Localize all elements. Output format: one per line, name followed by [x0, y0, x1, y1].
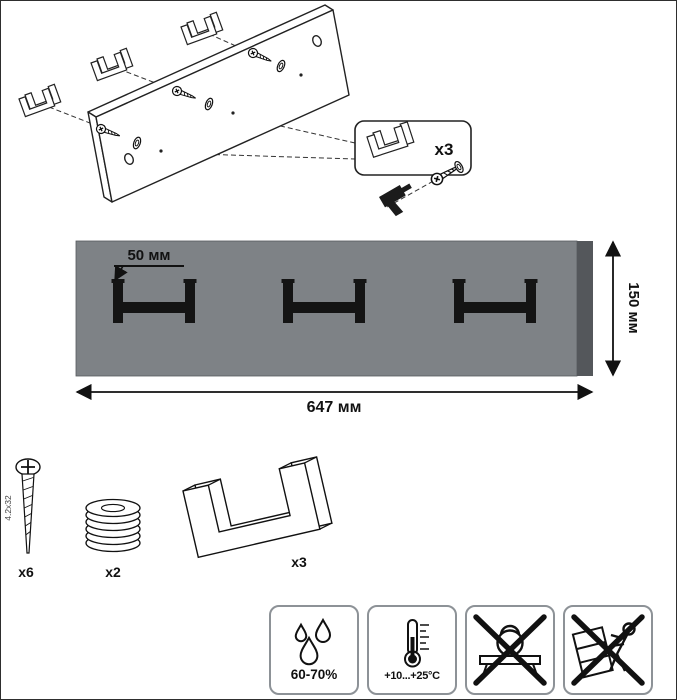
hook-3d-icon [183, 457, 332, 557]
hardware-list: 4.2x32 x6 x2 x3 [3, 453, 351, 580]
hook [281, 279, 367, 323]
washer-icon [85, 498, 141, 553]
humidity-icon [295, 619, 331, 666]
no-push-icon [571, 614, 645, 686]
hook-exploded-1 [18, 83, 62, 118]
hook-count-label: x3 [291, 554, 307, 570]
panel-dimension-view: 50 мм 150 мм 647 мм [75, 240, 642, 416]
hook [452, 279, 538, 323]
panel-edge [577, 241, 593, 376]
temperature-label: +10...+25°C [384, 670, 440, 682]
no-push-icon-box [563, 605, 653, 695]
panel-hole [124, 153, 134, 165]
screw-size-label: 4.2x32 [3, 495, 13, 521]
temperature-icon-box: +10...+25°C [367, 605, 457, 695]
screw-marks [159, 73, 303, 153]
no-heavy-load-icon-box [465, 605, 555, 695]
humidity-icon-box: 60-70% [269, 605, 359, 695]
screw-icon: 4.2x32 [3, 458, 41, 554]
assembly-callout: x3 [354, 120, 472, 217]
dimension-height-label: 150 мм [625, 282, 642, 333]
usage-condition-icons: 60-70% +10...+25°C [269, 605, 653, 695]
panel-board-exploded [87, 4, 350, 203]
dimension-height: 150 мм [604, 240, 642, 377]
drill-icon [379, 183, 412, 217]
panel-hole [312, 35, 322, 47]
humidity-label: 60-70% [290, 667, 338, 683]
washer-count-label: x2 [105, 564, 121, 580]
hook-exploded-2 [90, 47, 134, 82]
prohibited-cross-icon [473, 614, 547, 686]
prohibited-cross-icon [571, 614, 645, 686]
callout-count-label: x3 [435, 140, 454, 159]
screw-count-label: x6 [18, 564, 34, 580]
dimension-offset-label: 50 мм [127, 247, 170, 264]
hook-exploded-3 [180, 11, 224, 46]
thermometer-icon [404, 619, 429, 668]
exploded-assembly-view: x3 [18, 4, 472, 217]
dimension-hook-offset: 50 мм [114, 247, 184, 282]
no-heavy-load-icon [473, 614, 547, 686]
dimension-width: 647 мм [75, 383, 594, 416]
dimension-width-label: 647 мм [307, 399, 362, 416]
